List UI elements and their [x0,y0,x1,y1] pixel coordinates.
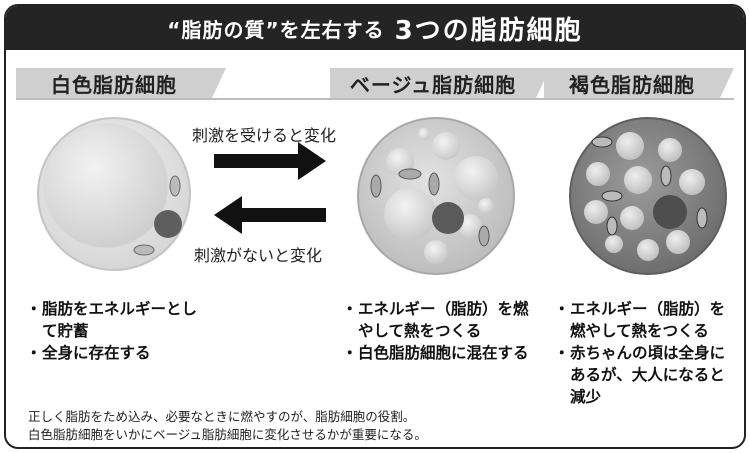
white-fact-2: 全身に存在する [26,342,208,364]
white-fat-cell-illustration [37,117,191,271]
beige-fact-2: 白色脂肪細胞に混在する [342,342,534,364]
label-beige-fat-cell: ベージュ脂肪細胞 [330,68,550,98]
conversion-arrows [214,142,326,234]
footnote-line-1: 正しく脂肪をため込み、必要なときに燃やすのが、脂肪細胞の役割。 [28,409,416,424]
brown-fact-2: 赤ちゃんの頃は全身にあるが、大人になると減少 [554,342,738,408]
white-fat-cell-facts: 脂肪をエネルギーとして貯蓄 全身に存在する [26,298,208,364]
title-prefix: “脂肪の質”を左右する [167,17,385,42]
brown-fact-1: エネルギー（脂肪）を燃やして熱をつくる [554,298,738,342]
arrow-left-icon [214,196,326,234]
arrow-right-icon [214,142,326,180]
beige-fat-cell-illustration [357,117,515,275]
arrow-caption-no-stimulus: 刺激がないと変化 [194,246,323,265]
label-brown-fat-cell: 褐色脂肪細胞 [544,68,734,98]
arrow-caption-stimulus: 刺激を受けると変化 [192,126,337,145]
beige-fat-cell-facts: エネルギー（脂肪）を燃やして熱をつくる 白色脂肪細胞に混在する [342,298,534,364]
label-white-fat-cell: 白色脂肪細胞 [16,68,226,98]
title-bar: “脂肪の質”を左右する 3つの脂肪細胞 [6,6,744,50]
brown-fat-cell-facts: エネルギー（脂肪）を燃やして熱をつくる 赤ちゃんの頃は全身にあるが、大人になると… [554,298,738,408]
header-divider [16,98,734,100]
white-fact-1: 脂肪をエネルギーとして貯蓄 [26,298,208,342]
infographic-frame: “脂肪の質”を左右する 3つの脂肪細胞 白色脂肪細胞 ベージュ脂肪細胞 褐色脂肪… [4,4,746,449]
beige-fact-1: エネルギー（脂肪）を燃やして熱をつくる [342,298,534,342]
footnote-line-2: 白色脂肪細胞をいかにベージュ脂肪細胞に変化させるかが重要になる。 [28,427,427,442]
brown-fat-cell-illustration [569,117,727,275]
footnote: 正しく脂肪をため込み、必要なときに燃やすのが、脂肪細胞の役割。 白色脂肪細胞をい… [28,408,427,444]
title-main: 3つの脂肪細胞 [394,15,583,46]
